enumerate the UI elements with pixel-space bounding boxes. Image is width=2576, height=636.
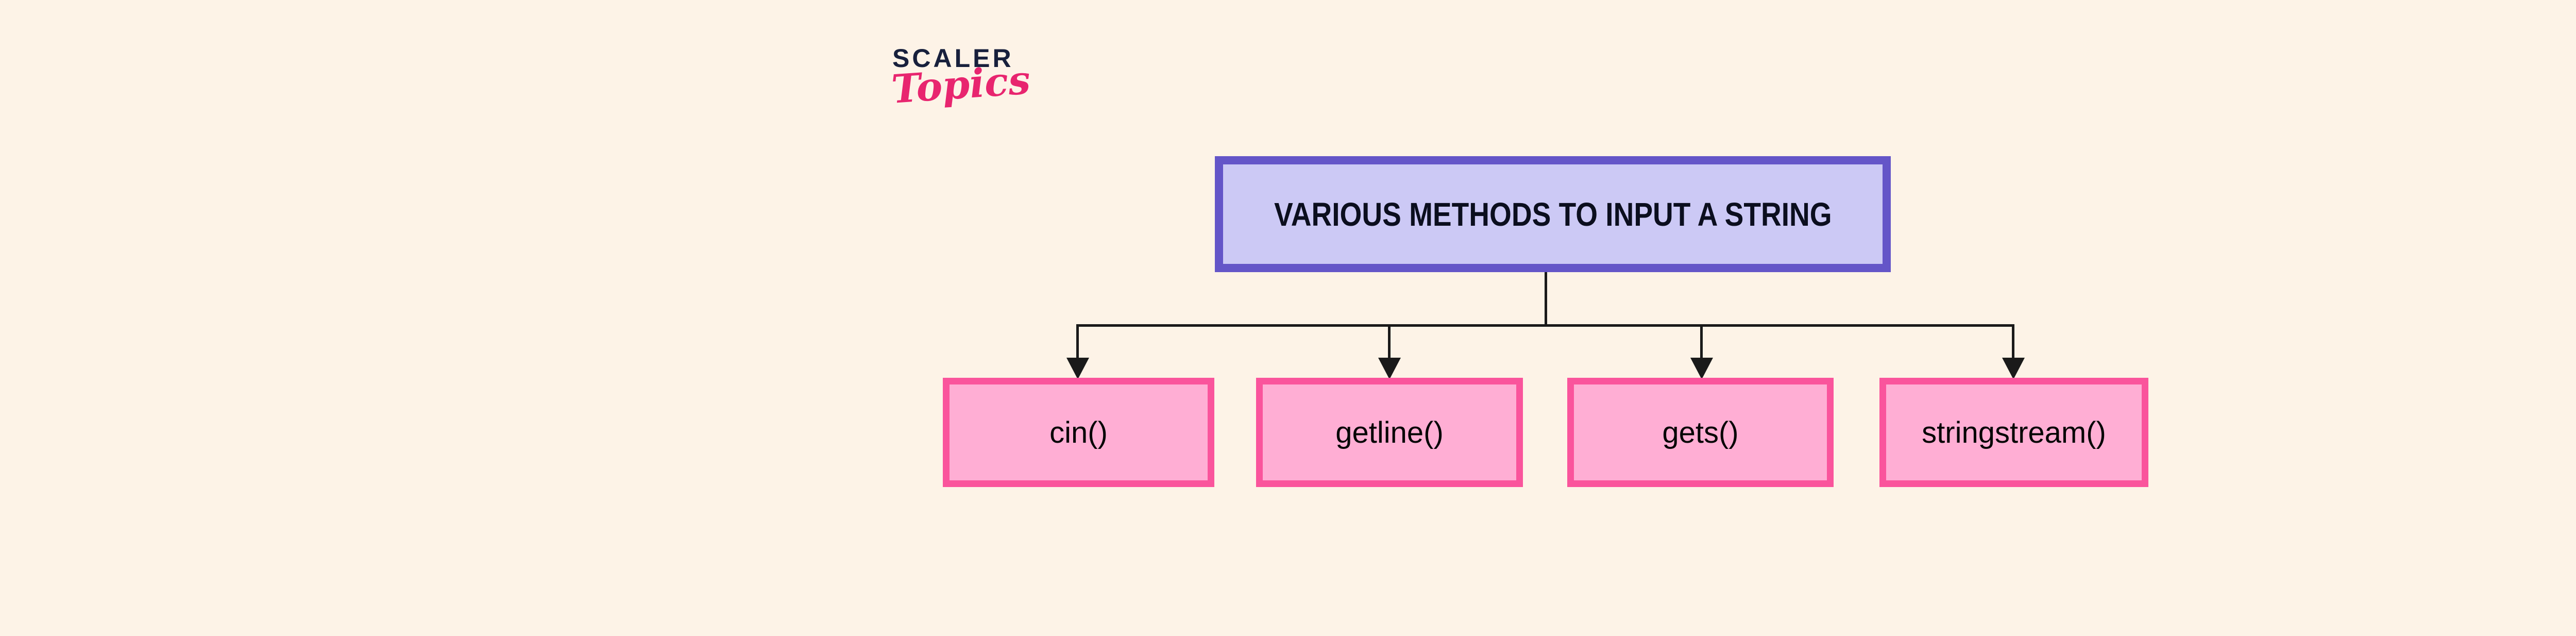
- method-node-stringstream: stringstream(): [1879, 378, 2148, 487]
- method-node-label: getline(): [1335, 415, 1444, 449]
- arrowhead-getline-icon: [1378, 358, 1401, 379]
- method-node-cin: cin(): [943, 378, 1214, 487]
- connector-drop-cin: [1076, 324, 1079, 363]
- method-node-label: gets(): [1662, 415, 1739, 449]
- root-node-label: VARIOUS METHODS TO INPUT A STRING: [1274, 195, 1832, 233]
- scaler-topics-logo: SCALER Topics: [890, 45, 1055, 128]
- arrowhead-gets-icon: [1690, 358, 1713, 379]
- logo-wordmark-topics: Topics: [890, 57, 1032, 112]
- logo-wordmark-scaler: SCALER: [892, 44, 1014, 73]
- arrowhead-cin-icon: [1066, 358, 1089, 379]
- root-node-various-methods: VARIOUS METHODS TO INPUT A STRING: [1215, 156, 1891, 272]
- method-node-label: cin(): [1049, 415, 1108, 449]
- method-node-getline: getline(): [1256, 378, 1523, 487]
- method-node-gets: gets(): [1567, 378, 1834, 487]
- connector-drop-getline: [1388, 324, 1391, 363]
- connector-drop-stringstream: [2012, 324, 2014, 363]
- method-node-label: stringstream(): [1922, 415, 2106, 449]
- arrowhead-stringstream-icon: [2002, 358, 2025, 379]
- connector-bus-horizontal: [1077, 324, 2013, 327]
- connector-stem-vertical: [1545, 272, 1547, 326]
- connector-drop-gets: [1700, 324, 1703, 363]
